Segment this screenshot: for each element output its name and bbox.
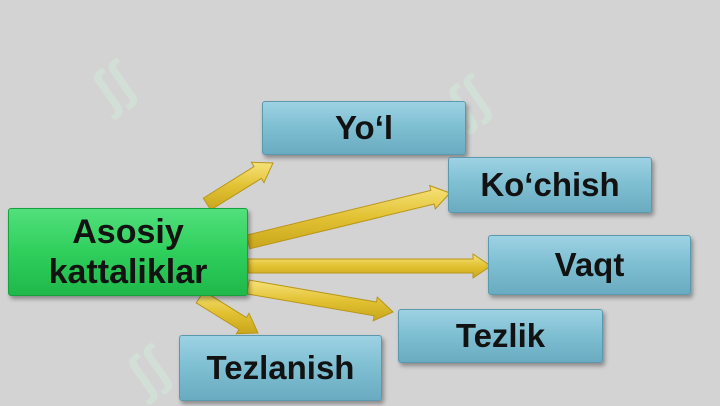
node-kochish-label: Ko‘chish xyxy=(480,166,620,203)
arrow-to-tezlik xyxy=(246,279,394,322)
node-tezlik: Tezlik xyxy=(398,309,603,363)
center-node-line1: Asosiy xyxy=(72,213,184,251)
center-node-asosiy-kattaliklar: Asosiy kattaliklar xyxy=(8,208,248,296)
node-tezlik-label: Tezlik xyxy=(455,317,546,354)
node-tezlanish-label: Tezlanish xyxy=(206,349,355,386)
arrow-to-vaqt xyxy=(247,253,492,279)
arrow-to-kochish xyxy=(245,184,451,250)
node-tezlanish: Tezlanish xyxy=(179,335,382,401)
arrow-to-yol xyxy=(202,161,274,211)
node-vaqt: Vaqt xyxy=(488,235,691,295)
arrow-to-tezlanish xyxy=(195,290,259,335)
node-yol-label: Yo‘l xyxy=(334,109,394,146)
node-kochish: Ko‘chish xyxy=(448,157,652,213)
node-vaqt-label: Vaqt xyxy=(554,246,625,283)
node-yol: Yo‘l xyxy=(262,101,466,155)
center-node-line2: kattaliklar xyxy=(48,253,208,291)
